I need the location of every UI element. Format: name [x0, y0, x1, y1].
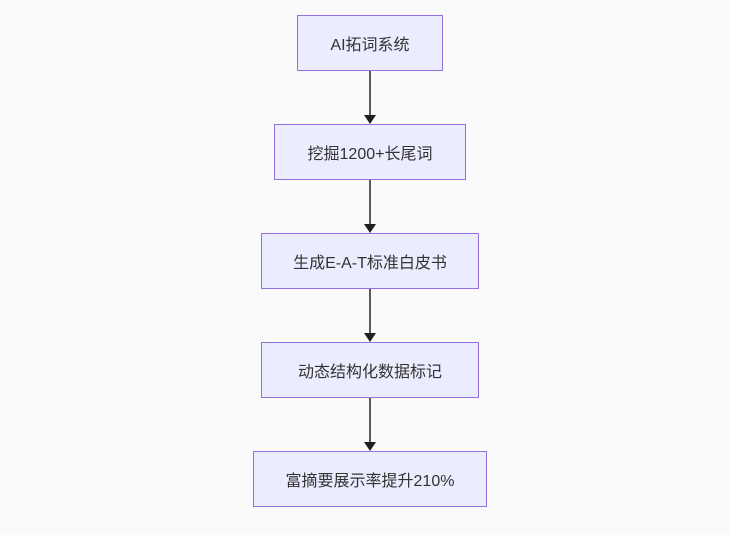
arrow-line	[369, 180, 371, 224]
arrowhead-down-icon	[364, 115, 376, 124]
arrow-line	[369, 71, 371, 115]
flowchart-node-structured-data-markup: 动态结构化数据标记	[261, 342, 479, 398]
node-label: 动态结构化数据标记	[297, 364, 442, 381]
flow-arrow	[364, 289, 376, 342]
flowchart: AI拓词系统 挖掘1200+长尾词 生成E-A-T标准白皮书 动态结构化数据标记…	[253, 15, 487, 507]
flow-arrow	[364, 180, 376, 233]
flow-arrow	[364, 398, 376, 451]
arrow-line	[369, 398, 371, 442]
arrowhead-down-icon	[364, 333, 376, 342]
flowchart-node-rich-snippet-rate: 富摘要展示率提升210%	[253, 451, 487, 507]
arrowhead-down-icon	[364, 224, 376, 233]
node-label: 富摘要展示率提升210%	[285, 473, 455, 490]
flowchart-node-longtail-keywords: 挖掘1200+长尾词	[274, 124, 466, 180]
node-label: 挖掘1200+长尾词	[307, 146, 433, 163]
arrowhead-down-icon	[364, 442, 376, 451]
flow-arrow	[364, 71, 376, 124]
arrow-line	[369, 289, 371, 333]
node-label: AI拓词系统	[330, 37, 410, 54]
flowchart-node-ai-word-expansion: AI拓词系统	[297, 15, 443, 71]
node-label: 生成E-A-T标准白皮书	[293, 255, 447, 272]
flowchart-node-eat-whitepaper: 生成E-A-T标准白皮书	[261, 233, 479, 289]
